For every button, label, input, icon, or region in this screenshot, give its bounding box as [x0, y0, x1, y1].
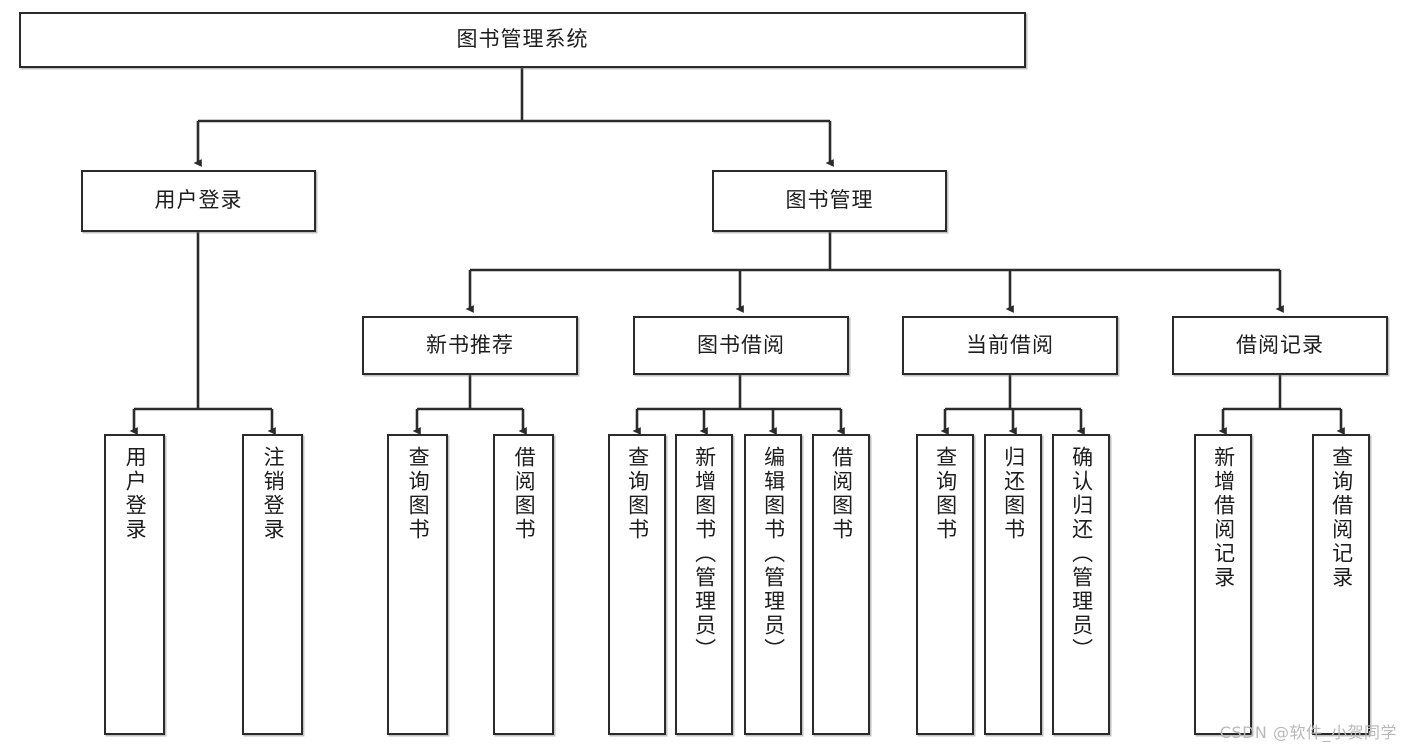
node-label: 图书借阅 — [697, 332, 785, 357]
node-leaf-confirm-return-admin[interactable]: 确认归还（管理员） — [1052, 434, 1110, 735]
node-label: 新增借阅记录 — [1211, 446, 1236, 590]
node-new-book-recommendation[interactable]: 新书推荐 — [362, 316, 578, 375]
node-label: 归还图书 — [1001, 446, 1026, 542]
node-leaf-query-book-recommend[interactable]: 查询图书 — [387, 434, 448, 735]
watermark: CSDN @软件_小贺同学 — [1219, 723, 1397, 742]
node-label: 借阅图书 — [829, 446, 854, 542]
node-label: 确认归还（管理员） — [1069, 446, 1094, 662]
node-label: 图书管理 — [785, 188, 874, 213]
node-label: 借阅记录 — [1236, 332, 1324, 357]
node-leaf-add-borrow-record[interactable]: 新增借阅记录 — [1194, 434, 1252, 735]
node-label: 注销登录 — [261, 446, 286, 542]
node-leaf-logout[interactable]: 注销登录 — [242, 434, 303, 735]
node-user-login[interactable]: 用户登录 — [81, 170, 316, 232]
node-label: 查询图书 — [625, 446, 650, 542]
node-leaf-query-book-borrow[interactable]: 查询图书 — [608, 434, 666, 735]
node-leaf-query-borrow-record[interactable]: 查询借阅记录 — [1312, 434, 1370, 735]
node-label: 查询图书 — [933, 446, 958, 542]
node-leaf-borrow-book-recommend[interactable]: 借阅图书 — [493, 434, 554, 735]
node-book-borrowing[interactable]: 图书借阅 — [633, 316, 849, 375]
node-label: 新增图书（管理员） — [692, 446, 717, 662]
node-leaf-return-book[interactable]: 归还图书 — [984, 434, 1042, 735]
node-leaf-query-book-current[interactable]: 查询图书 — [916, 434, 974, 735]
node-label: 用户登录 — [123, 446, 148, 542]
node-label: 用户登录 — [154, 188, 243, 213]
node-current-borrowing[interactable]: 当前借阅 — [902, 316, 1118, 375]
node-book-management[interactable]: 图书管理 — [712, 170, 947, 232]
node-root-book-management-system[interactable]: 图书管理系统 — [19, 12, 1026, 68]
node-label: 新书推荐 — [426, 332, 514, 357]
node-leaf-borrow-book[interactable]: 借阅图书 — [812, 434, 870, 735]
node-leaf-edit-book-admin[interactable]: 编辑图书（管理员） — [744, 434, 802, 735]
node-label: 图书管理系统 — [456, 27, 589, 52]
node-leaf-user-login[interactable]: 用户登录 — [104, 434, 165, 735]
node-label: 查询借阅记录 — [1329, 446, 1354, 590]
node-label: 借阅图书 — [512, 446, 537, 542]
node-label: 编辑图书（管理员） — [761, 446, 786, 662]
node-leaf-add-book-admin[interactable]: 新增图书（管理员） — [675, 434, 733, 735]
node-label: 当前借阅 — [966, 332, 1054, 357]
node-label: 查询图书 — [406, 446, 431, 542]
node-borrowing-records[interactable]: 借阅记录 — [1172, 316, 1388, 375]
